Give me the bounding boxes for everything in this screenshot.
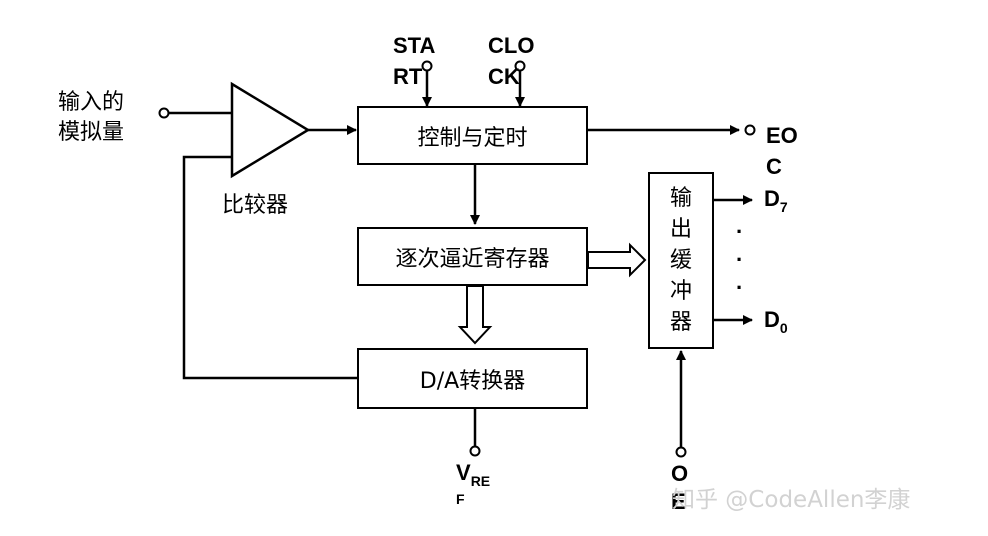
start-terminal — [421, 60, 433, 72]
comparator-symbol — [230, 81, 311, 179]
output-buffer-char-5: 器 — [669, 310, 692, 335]
clock-terminal — [514, 60, 526, 72]
comparator-label: 比较器 — [222, 193, 289, 218]
vref-label-base: V — [456, 460, 471, 485]
output-buffer-char-1: 输 — [669, 186, 692, 211]
clock-label: CLO CK — [488, 30, 534, 92]
d0-label-sub: 0 — [779, 320, 788, 336]
oe-terminal — [675, 446, 687, 458]
eoc-terminal — [744, 124, 756, 136]
control-timing-block: 控制与定时 — [357, 106, 588, 165]
eoc-label-line1: EO — [766, 123, 798, 148]
d7-label-base: D — [764, 186, 780, 211]
oe-label-line1: O — [671, 461, 689, 486]
start-label-line1: STA — [393, 33, 436, 58]
start-label-line2: RT — [393, 64, 423, 89]
sar-to-buffer-hollow-arrow — [587, 242, 647, 278]
feedback-wire — [182, 155, 358, 380]
analog-input-label-line2: 模拟量 — [58, 120, 125, 145]
output-buffer-char-4: 冲 — [669, 279, 692, 304]
output-buffer-char-2: 出 — [669, 217, 692, 242]
output-buffer-label: 输 出 缓 冲 器 — [670, 183, 692, 338]
output-dot-2: · — [736, 247, 744, 272]
analog-input-label: 输入的 模拟量 — [58, 88, 124, 148]
output-buffer-char-3: 缓 — [669, 248, 692, 273]
control-timing-label: 控制与定时 — [417, 125, 528, 151]
output-buffer-block: 输 出 缓 冲 器 — [648, 172, 714, 349]
oe-label-line2: E — [671, 489, 686, 514]
d0-label: D0 — [764, 307, 788, 336]
start-label: STA RT — [393, 30, 435, 92]
analog-input-label-line1: 输入的 — [58, 90, 125, 115]
d7-label: D7 — [764, 186, 788, 215]
dac-label: D/A转换器 — [419, 368, 526, 394]
sar-register-block: 逐次逼近寄存器 — [357, 227, 588, 286]
output-dots: · · · — [736, 218, 743, 302]
eoc-label-line2: C — [766, 154, 782, 179]
d0-label-base: D — [764, 307, 780, 332]
clock-label-line1: CLO — [488, 33, 535, 58]
dac-block: D/A转换器 — [357, 348, 588, 409]
output-dot-1: · — [736, 219, 744, 244]
analog-input-terminal — [158, 107, 170, 119]
output-dot-3: · — [736, 275, 744, 300]
vref-label-tail: F — [456, 491, 465, 507]
sar-to-dac-hollow-arrow — [457, 285, 493, 345]
d7-label-sub: 7 — [779, 199, 788, 215]
oe-label: O E — [671, 460, 688, 516]
vref-label-sub: RE — [470, 473, 491, 489]
clock-label-line2: CK — [488, 64, 520, 89]
sar-register-label: 逐次逼近寄存器 — [395, 246, 550, 272]
watermark-text: 知乎 @CodeAllen李康 — [672, 487, 911, 513]
vref-label: VRE F — [456, 460, 491, 507]
vref-terminal — [469, 445, 481, 457]
eoc-label: EO C — [766, 120, 798, 182]
